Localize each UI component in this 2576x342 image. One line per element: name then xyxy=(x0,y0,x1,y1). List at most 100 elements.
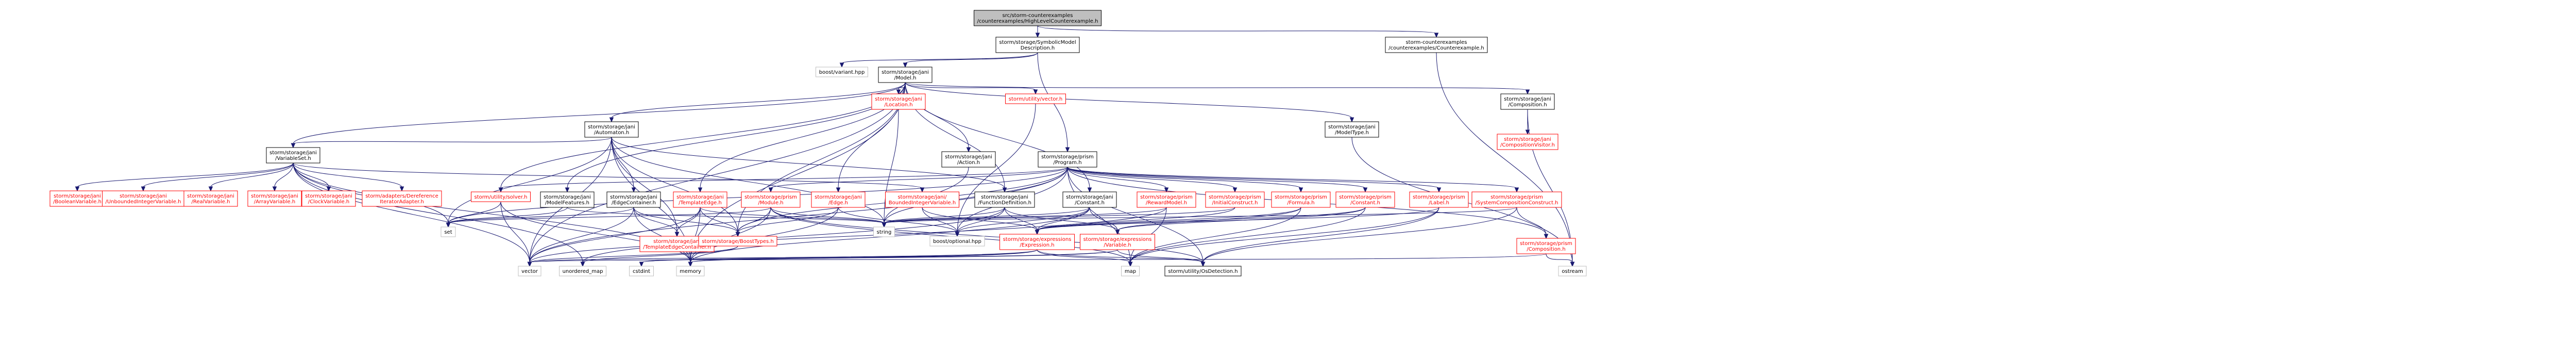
node-arrayvar[interactable]: storm/storage/jani/ArrayVariable.h xyxy=(247,190,302,207)
node-rewardmodel[interactable]: storm/storage/prism/RewardModel.h xyxy=(1137,191,1196,208)
node-unboundedint[interactable]: storm/storage/jani/UnboundedIntegerVaria… xyxy=(102,190,184,207)
node-label-line: /TemplateEdge.h xyxy=(679,200,722,206)
node-label-line: /Program.h xyxy=(1053,160,1081,166)
edge-arrowhead xyxy=(631,187,636,193)
node-box xyxy=(1121,266,1140,276)
node-janiedge[interactable]: storm/storage/jani/Edge.h xyxy=(811,191,866,208)
edge-funcdef-to-expression xyxy=(1004,207,1038,231)
node-varset[interactable]: storm/storage/jani/VariableSet.h xyxy=(266,147,320,164)
node-label-line: storm/utility/solver.h xyxy=(474,194,528,200)
node-location[interactable]: storm/storage/jani/Location.h xyxy=(871,93,926,110)
edge-program-to-solver xyxy=(500,167,1068,189)
node-boundedint[interactable]: storm/storage/jani/BoundedIntegerVariabl… xyxy=(885,191,959,208)
node-realvar[interactable]: storm/storage/jani/RealVariable.h xyxy=(183,190,238,207)
node-label-line: src/storm-counterexamples xyxy=(1002,13,1073,19)
node-map[interactable]: map xyxy=(1121,266,1140,276)
edge-expression-to-map xyxy=(1037,249,1131,263)
node-label-line: storm/storage/prism xyxy=(1520,241,1572,247)
node-label[interactable]: storm/storage/prism/Label.h xyxy=(1409,191,1469,208)
node-label-line: /RealVariable.h xyxy=(192,199,230,205)
node-boosttypes[interactable]: storm/storage/BoostTypes.h xyxy=(698,236,777,247)
edge-arrowhead xyxy=(1298,187,1303,193)
node-label-line: /BooleanVariable.h xyxy=(53,199,101,205)
node-templateedge[interactable]: storm/storage/jani/TemplateEdge.h xyxy=(673,191,727,208)
edge-templateedge-to-templateedgecontainer xyxy=(676,207,701,233)
node-box xyxy=(929,236,985,247)
node-variable[interactable]: storm/storage/expressions/Variable.h xyxy=(1080,234,1155,250)
node-solver[interactable]: storm/utility/solver.h xyxy=(471,191,531,202)
node-cstdint[interactable]: cstdint xyxy=(629,266,654,276)
edge-prismmodule-to-osdetection xyxy=(770,207,1204,263)
node-program[interactable]: storm/storage/prism/Program.h xyxy=(1038,151,1097,168)
node-prismcomp[interactable]: storm/storage/prism/Composition.h xyxy=(1516,238,1576,254)
edge-arrowhead xyxy=(609,117,614,123)
node-janiconstant[interactable]: storm/storage/jani/Constant.h xyxy=(1062,191,1117,208)
node-action[interactable]: storm/storage/jani/Action.h xyxy=(941,151,996,168)
node-label-line: storm/storage/SymbolicModel xyxy=(999,40,1076,45)
edge-variable-to-memory xyxy=(690,249,1118,263)
edge-program-to-vector xyxy=(529,167,1068,263)
node-clockvar[interactable]: storm/storage/jani/ClockVariable.h xyxy=(301,190,356,207)
edge-arrowhead xyxy=(966,147,971,153)
node-expression[interactable]: storm/storage/expressions/Expression.h xyxy=(999,234,1075,250)
edge-janiconstant-to-variable xyxy=(1089,207,1118,231)
node-label-line: /RewardModel.h xyxy=(1146,200,1187,206)
edge-automaton-to-templateedgecontainer xyxy=(611,137,677,233)
node-composition[interactable]: storm/storage/jani/Composition.h xyxy=(1500,93,1555,110)
node-label-line: boost/optional.hpp xyxy=(933,239,981,245)
node-modelfeatures[interactable]: storm/storage/jani/ModelFeatures.h xyxy=(540,191,595,208)
node-prismconstant[interactable]: storm/storage/prism/Constant.h xyxy=(1335,191,1395,208)
edge-funcdef-to-optional xyxy=(957,207,1005,233)
node-label-line: cstdint xyxy=(633,269,650,274)
node-automaton[interactable]: storm/storage/jani/Automaton.h xyxy=(584,121,639,138)
edge-vectorh-to-optional xyxy=(957,103,1036,233)
node-syscomp[interactable]: storm/storage/prism/SystemCompositionCon… xyxy=(1471,191,1562,208)
node-deref[interactable]: storm/adapters/DereferenceIteratorAdapte… xyxy=(362,190,442,207)
node-memory[interactable]: memory xyxy=(676,266,705,276)
node-ostream[interactable]: ostream xyxy=(1558,266,1587,276)
node-label-line: storm/storage/jani xyxy=(251,193,298,199)
node-initconstruct[interactable]: storm/storage/prism/InitialConstruct.h xyxy=(1205,191,1265,208)
node-formula[interactable]: storm/storage/prism/Formula.h xyxy=(1271,191,1331,208)
edge-location-to-string xyxy=(884,109,899,224)
node-set[interactable]: set xyxy=(440,226,456,237)
node-label-line: storm/storage/BoostTypes.h xyxy=(702,239,774,245)
node-box xyxy=(1516,238,1576,254)
edge-janimodel-to-memory xyxy=(690,82,906,263)
node-vector[interactable]: vector xyxy=(518,266,541,276)
edge-arrowhead xyxy=(580,262,585,267)
node-box xyxy=(1497,134,1558,150)
node-boolvar[interactable]: storm/storage/jani/BooleanVariable.h xyxy=(49,190,105,207)
node-string[interactable]: string xyxy=(873,226,895,237)
node-box xyxy=(878,67,933,83)
edge-edgecontainer-to-set xyxy=(448,207,634,224)
node-compvisitor[interactable]: storm/storage/jani/CompositionVisitor.h xyxy=(1497,134,1558,150)
node-optional[interactable]: boost/optional.hpp xyxy=(929,236,985,247)
node-label-line: /Constant.h xyxy=(1350,200,1380,206)
node-unorderedmap[interactable]: unordered_map xyxy=(559,266,606,276)
node-janimodel[interactable]: storm/storage/jani/Model.h xyxy=(878,67,933,83)
node-root[interactable]: src/storm-counterexamples/counterexample… xyxy=(974,10,1101,26)
node-prismmodule[interactable]: storm/storage/prism/Module.h xyxy=(741,191,801,208)
node-vectorh[interactable]: storm/utility/vector.h xyxy=(1005,93,1066,104)
node-box xyxy=(1080,234,1155,250)
edge-program-to-initconstruct xyxy=(1067,167,1235,189)
node-label-line: storm/storage/jani xyxy=(544,194,591,200)
node-box xyxy=(102,190,184,207)
node-modeltype[interactable]: storm/storage/jani/ModelType.h xyxy=(1325,121,1379,138)
node-label-line: storm/storage/jani xyxy=(1328,124,1376,130)
node-osdetection[interactable]: storm/utility/OsDetection.h xyxy=(1164,266,1242,276)
node-box xyxy=(1005,93,1066,104)
node-variant[interactable]: boost/variant.hpp xyxy=(816,67,868,77)
edge-arrowhead xyxy=(698,187,703,193)
node-edgecontainer[interactable]: storm/storage/jani/EdgeContainer.h xyxy=(606,191,661,208)
node-funcdef[interactable]: storm/storage/jani/FunctionDefinition.h xyxy=(974,191,1035,208)
node-label-line: /VariableSet.h xyxy=(275,156,311,161)
edge-expression-to-vector xyxy=(529,249,1038,263)
node-label-line: /CompositionVisitor.h xyxy=(1500,142,1555,148)
node-label-line: /Action.h xyxy=(957,160,980,166)
node-box xyxy=(518,266,541,276)
node-cexample[interactable]: storm-counterexamples/counterexamples/Co… xyxy=(1385,37,1488,53)
node-label-line: storm/storage/prism xyxy=(1490,194,1543,200)
